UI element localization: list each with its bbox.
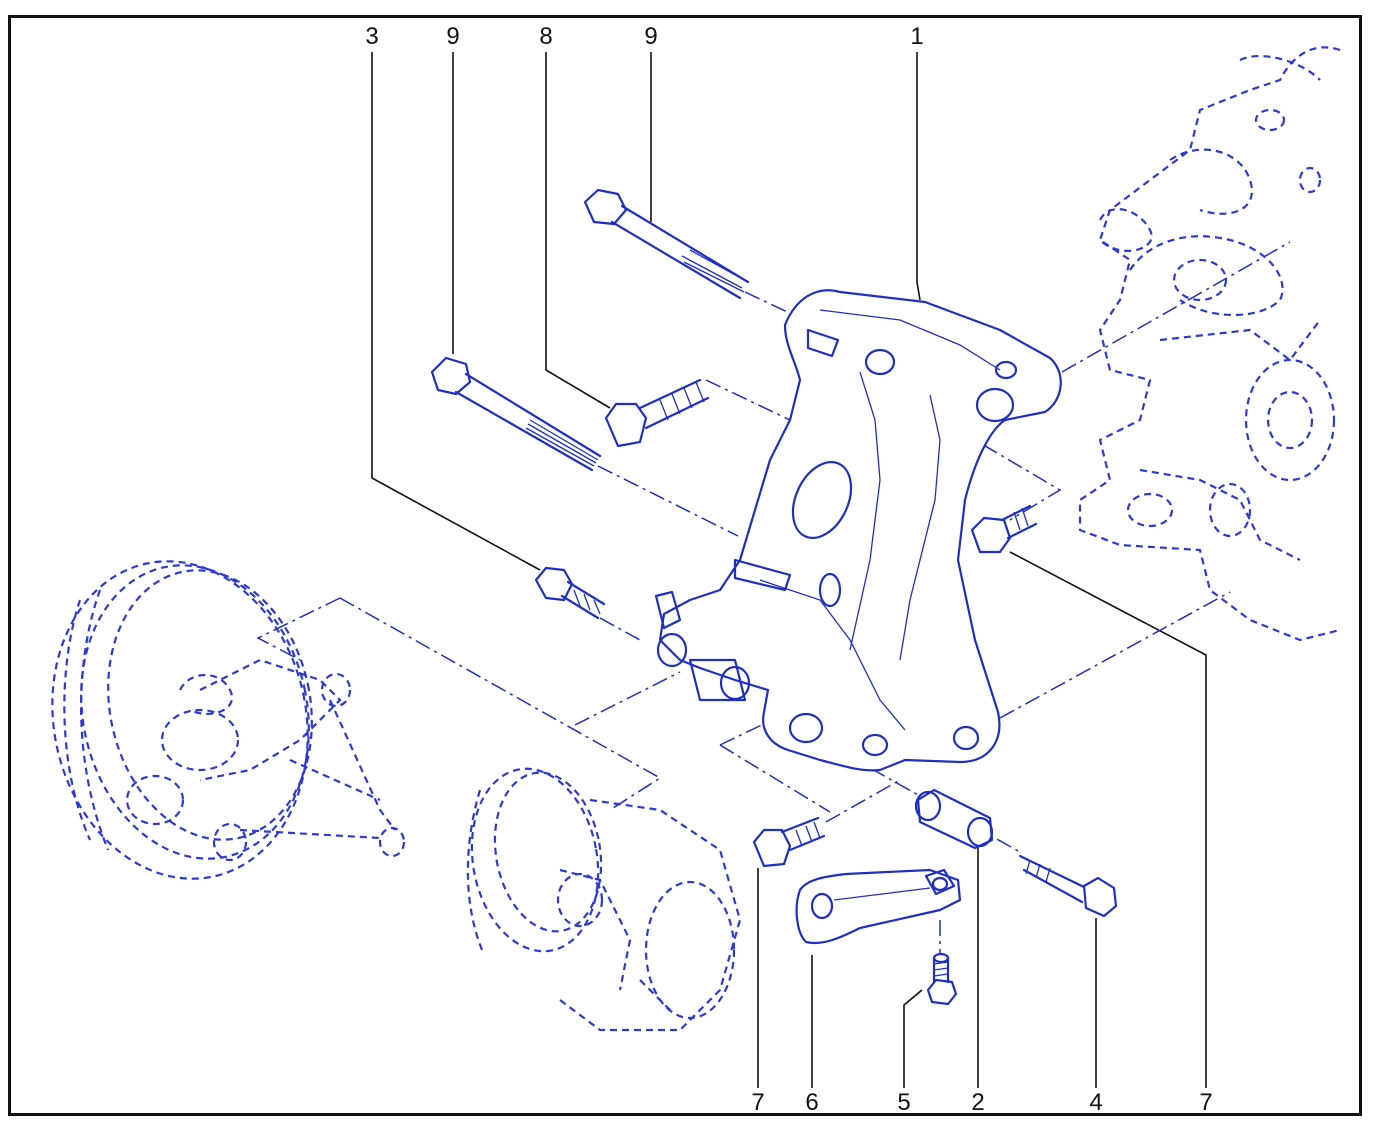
pulley-assembly-ghost: [51, 560, 406, 880]
spacer-2: [914, 788, 994, 850]
pump-body-ghost: [466, 767, 742, 1032]
callout-4: 4: [1089, 1089, 1102, 1116]
bolt-7-left: [752, 816, 826, 868]
long-bolt-9-left: [430, 356, 602, 472]
bolt-8: [604, 378, 710, 448]
callout-6: 6: [805, 1089, 818, 1116]
callout-5: 5: [897, 1089, 910, 1116]
callout-8: 8: [539, 23, 552, 50]
callout-9-left: 9: [446, 23, 459, 50]
callout-7-left: 7: [751, 1089, 764, 1116]
engine-block-ghost: [1078, 46, 1341, 642]
callout-9-right: 9: [644, 23, 657, 50]
callout-2: 2: [971, 1089, 984, 1116]
callout-3-top: 3: [365, 23, 378, 50]
bolt-5: [926, 952, 958, 1006]
long-bolt-9-top: [583, 188, 750, 300]
callout-7-right: 7: [1199, 1089, 1212, 1116]
bolt-3: [534, 566, 606, 620]
callout-1: 1: [910, 23, 923, 50]
bolt-7-right: [970, 504, 1038, 554]
bolt-4: [1018, 854, 1118, 918]
main-bracket: [654, 289, 1062, 772]
plate-6: [795, 868, 962, 945]
leader-lines: [371, 52, 1207, 1088]
diagram-frame: [8, 15, 1362, 1116]
